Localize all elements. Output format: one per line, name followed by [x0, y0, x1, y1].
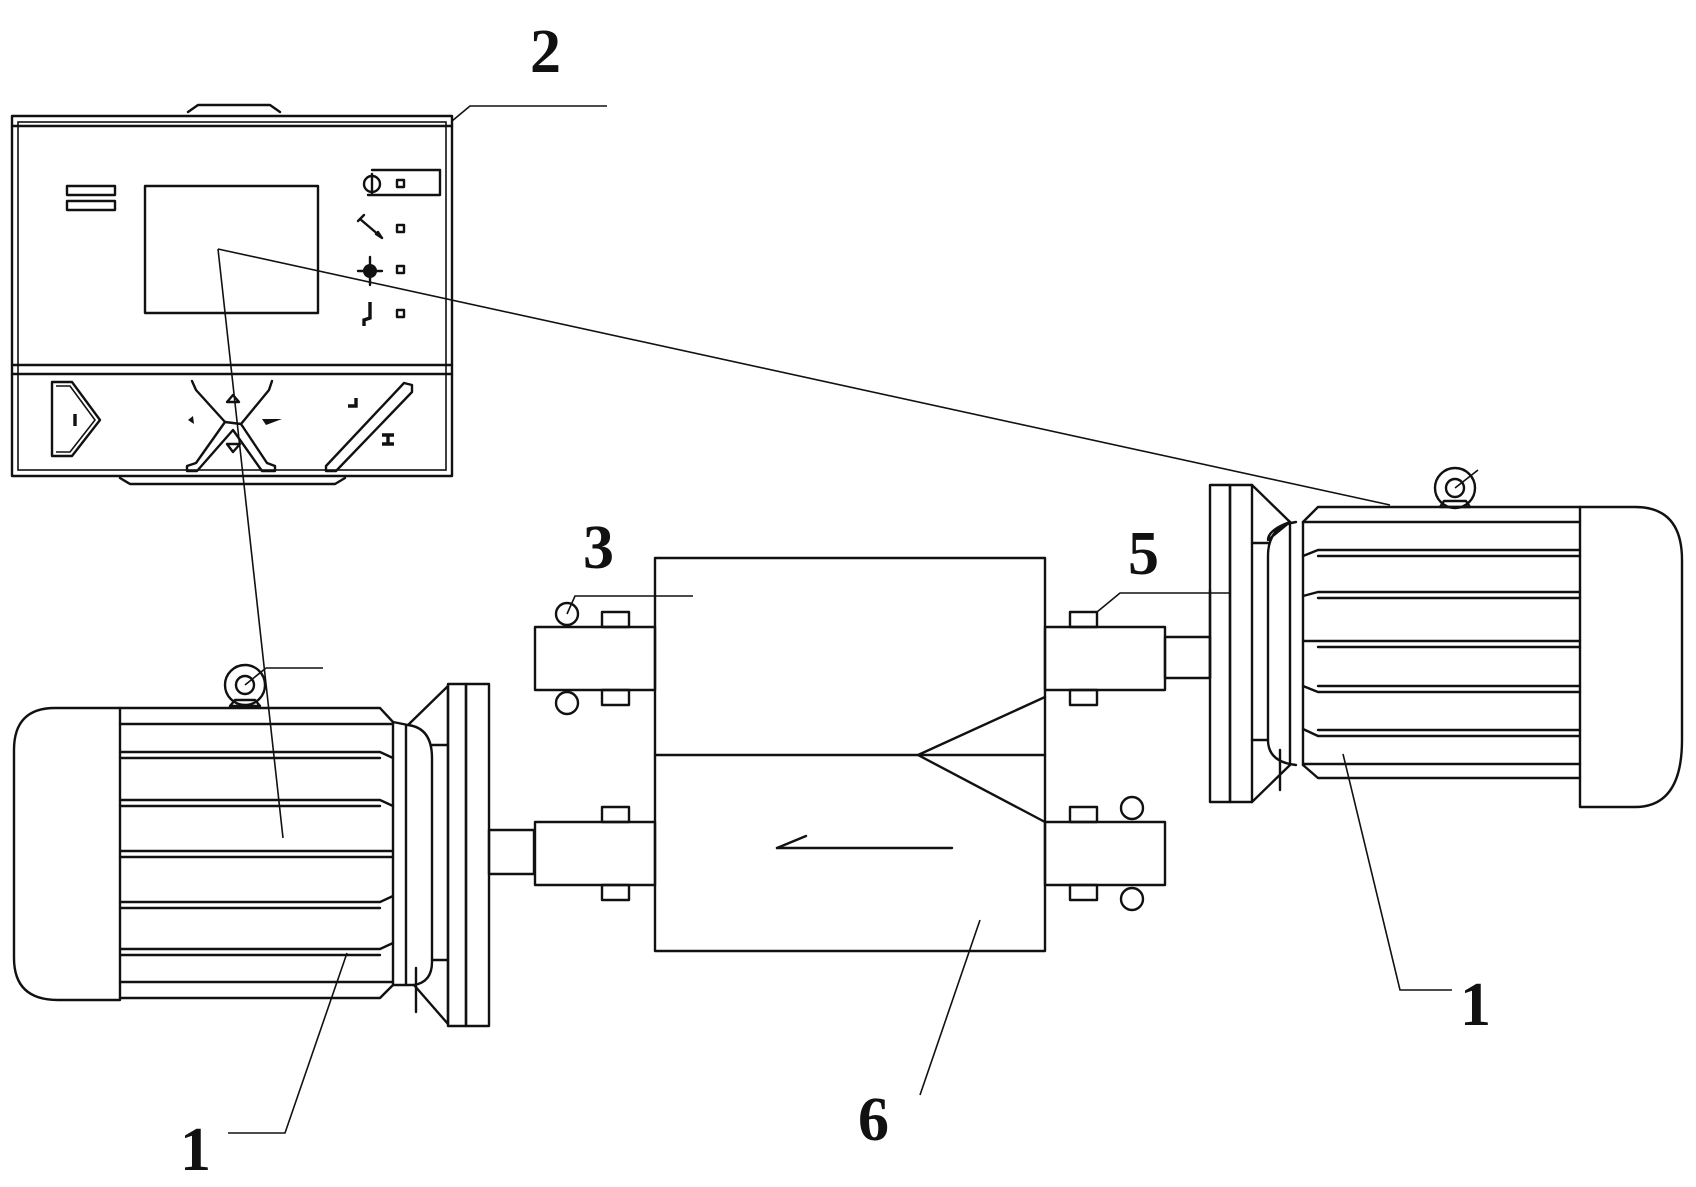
- start-button[interactable]: [50, 380, 102, 458]
- flange-plate-right: [1208, 483, 1232, 804]
- panel-inner-frame: [17, 121, 447, 471]
- gearbox: [533, 556, 1167, 953]
- motor-body-right: [1301, 505, 1582, 780]
- leader-1-left: [228, 952, 348, 1134]
- bearing-block-right-lower: [1043, 795, 1167, 912]
- flange-cone-right: [1250, 483, 1292, 804]
- indicator-led: [395, 264, 406, 275]
- leader-5: [1096, 592, 1230, 613]
- leader-6: [919, 919, 981, 1096]
- control-panel: [10, 103, 454, 486]
- leader-3: [566, 595, 693, 615]
- vent-slots-icon: [65, 184, 117, 212]
- indicator-column: [356, 168, 442, 326]
- h-glyph-icon: [382, 433, 394, 446]
- gearbox-chevron: [916, 695, 1047, 824]
- arrow-right-icon: [262, 419, 282, 425]
- panel-top-handle: [186, 103, 282, 114]
- wrench-icon: [356, 213, 384, 240]
- callout-label-sensor: 3: [583, 514, 614, 582]
- enter-icon: [348, 398, 358, 408]
- fan-cover-right: [1578, 505, 1684, 809]
- lifting-eye-right: [1433, 466, 1479, 510]
- alarm-icon: [362, 302, 372, 326]
- power-icon: [362, 172, 382, 196]
- flange-plate-left: [446, 682, 468, 1028]
- bearing-block-left-lower: [533, 805, 657, 902]
- bearing-block-right-upper: [1043, 610, 1167, 707]
- indicator-led: [395, 223, 406, 234]
- navigation-pad[interactable]: [185, 379, 282, 473]
- arrow-down-icon: [225, 442, 242, 454]
- panel-outer-frame: [10, 114, 454, 478]
- fan-cover-left: [12, 706, 122, 1002]
- callout-label-motor-right: 1: [1460, 971, 1491, 1039]
- indicator-bracket: [366, 168, 442, 197]
- callout-label-controller: 2: [530, 18, 561, 86]
- signal-line-right: [217, 248, 1391, 506]
- arrow-left-icon: [188, 416, 194, 424]
- callout-label-gearbox: 6: [858, 1086, 889, 1154]
- end-bell-right: [1266, 520, 1298, 767]
- end-bell-left: [391, 720, 434, 987]
- callout-leaders: [228, 105, 1452, 1134]
- shaft-left: [487, 828, 536, 876]
- signal-line-left: [217, 248, 284, 839]
- leader-2: [451, 105, 607, 122]
- callout-label-coupling: 5: [1128, 520, 1159, 588]
- cooling-fins-left: [118, 750, 395, 957]
- sensor-circle: [554, 601, 580, 627]
- fan-icon: [356, 255, 384, 287]
- panel-bottom-handle: [118, 476, 347, 486]
- lifting-eye-left: [223, 663, 323, 708]
- keypad: [50, 379, 414, 473]
- indicator-led: [395, 178, 406, 189]
- arrow-up-icon: [225, 393, 241, 404]
- motor-left: [12, 663, 536, 1028]
- cooling-fins-right: [1301, 548, 1582, 738]
- display-screen: [143, 184, 320, 315]
- bearing-block-left-upper: [533, 601, 657, 716]
- rotation-arrow-icon: [775, 834, 954, 850]
- shaft-right: [1163, 635, 1212, 680]
- indicator-led: [395, 308, 406, 319]
- motor-body-left: [118, 706, 395, 1000]
- leader-1-right: [1342, 753, 1452, 991]
- motor-right: [1163, 466, 1684, 809]
- callout-label-motor-left: 1: [180, 1116, 211, 1184]
- enter-button[interactable]: [324, 381, 414, 473]
